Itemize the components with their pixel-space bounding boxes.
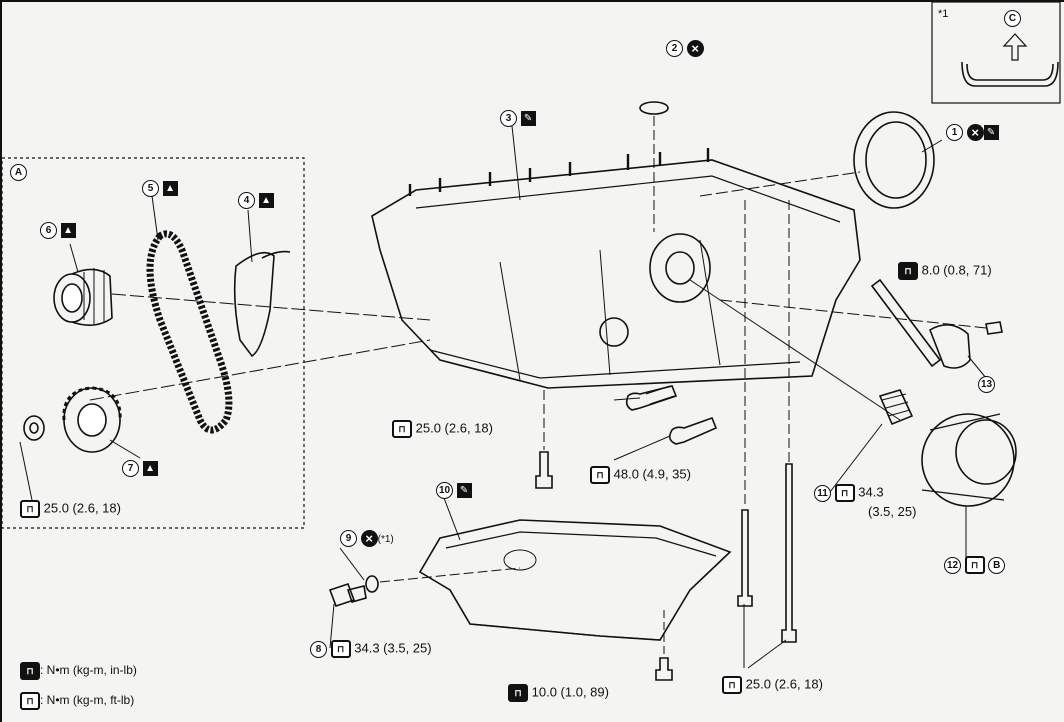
oil-icon: ▲ <box>258 193 274 209</box>
oil-pan-lower-10 <box>418 519 732 641</box>
legend-ftlb: ⊓: N•m (kg-m, ft-lb) <box>20 692 134 710</box>
callout-part-12: 12 ⊓ B <box>944 556 1006 574</box>
inset-view-label: C <box>1004 10 1021 28</box>
callout-part-5: 5 ▲ <box>142 180 178 198</box>
sealant-icon: ✎ <box>983 125 999 141</box>
oil-filter-12 <box>921 413 1017 507</box>
sealant-icon: ✎ <box>520 111 536 127</box>
callout-part-13: 13 <box>978 376 995 394</box>
inset-box <box>931 1 1061 104</box>
callout-part-2: 2 × <box>666 40 704 58</box>
torque-inlb-icon: ⊓ <box>508 684 528 702</box>
connector-11 <box>878 389 914 426</box>
callout-part-4: 4 ▲ <box>238 192 274 210</box>
o-ring-2 <box>639 101 669 115</box>
oil-pump-chain-5 <box>146 230 233 434</box>
bolt-48-a <box>625 385 678 411</box>
sealant-icon: ✎ <box>456 483 472 499</box>
oil-pump-sprocket-6 <box>53 268 113 326</box>
torque-bracket-bolt: ⊓ 8.0 (0.8, 71) <box>898 262 992 280</box>
bolt-48-b <box>668 416 718 445</box>
torque-ftlb-icon: ⊓ <box>330 640 351 658</box>
callout-part-1: 1 ×✎ <box>946 124 999 142</box>
bracket-bolt <box>985 321 1003 335</box>
torque-center-bolt: ⊓ 25.0 (2.6, 18) <box>392 420 493 438</box>
oil-icon: ▲ <box>60 223 76 239</box>
oil-icon: ▲ <box>142 461 158 477</box>
view-a-box <box>1 157 305 529</box>
long-bolt-b <box>781 463 797 643</box>
bolt-10 <box>655 657 673 681</box>
torque-inlb-icon: ⊓ <box>20 662 40 680</box>
callout-part-10: 10 ✎ <box>436 482 472 500</box>
oil-icon: ▲ <box>162 181 178 197</box>
drain-washer-9 <box>365 575 379 593</box>
crank-sprocket-7 <box>62 386 122 453</box>
replace-icon: × <box>360 530 378 548</box>
torque-ftlb-icon: ⊓ <box>20 692 40 710</box>
long-bolt-a <box>737 509 753 607</box>
callout-part-9: 9 ×(*1) <box>340 530 394 548</box>
torque-ftlb-icon: ⊓ <box>834 484 855 502</box>
legend-inlb: ⊓: N•m (kg-m, in-lb) <box>20 662 137 680</box>
callout-part-7: 7 ▲ <box>122 460 158 478</box>
torque-ftlb-icon: ⊓ <box>722 676 742 694</box>
callout-part-8: 8 ⊓ 34.3 (3.5, 25) <box>310 640 432 658</box>
oil-pan-upper-3 <box>371 148 861 389</box>
torque-48-bolts: ⊓ 48.0 (4.9, 35) <box>590 466 691 484</box>
drain-plug-8 <box>328 582 367 608</box>
inset-note: *1 <box>938 8 949 20</box>
rear-oil-seal-1 <box>853 111 935 209</box>
bolt-25-center <box>535 451 553 489</box>
torque-sprocket-nut: ⊓ 25.0 (2.6, 18) <box>20 500 121 518</box>
torque-ftlb-icon: ⊓ <box>20 500 40 518</box>
torque-ftlb-icon: ⊓ <box>590 466 610 484</box>
replace-icon: × <box>966 124 984 142</box>
torque-inlb-icon: ⊓ <box>898 262 918 280</box>
chain-tensioner-4 <box>233 250 291 358</box>
sprocket-nut <box>23 415 45 441</box>
callout-part-11: 11 ⊓ 34.3 <box>814 484 884 502</box>
view-a-label: A <box>10 164 27 182</box>
torque-11-detail: (3.5, 25) <box>868 504 917 519</box>
oil-filter-bracket-13 <box>870 278 971 369</box>
torque-ftlb-icon: ⊓ <box>964 556 985 574</box>
replace-icon: × <box>686 40 704 58</box>
callout-part-3: 3 ✎ <box>500 110 536 128</box>
torque-ftlb-icon: ⊓ <box>392 420 412 438</box>
torque-10-bolt: ⊓ 10.0 (1.0, 89) <box>508 684 609 702</box>
callout-part-6: 6 ▲ <box>40 222 76 240</box>
torque-long-bolts: ⊓ 25.0 (2.6, 18) <box>722 676 823 694</box>
